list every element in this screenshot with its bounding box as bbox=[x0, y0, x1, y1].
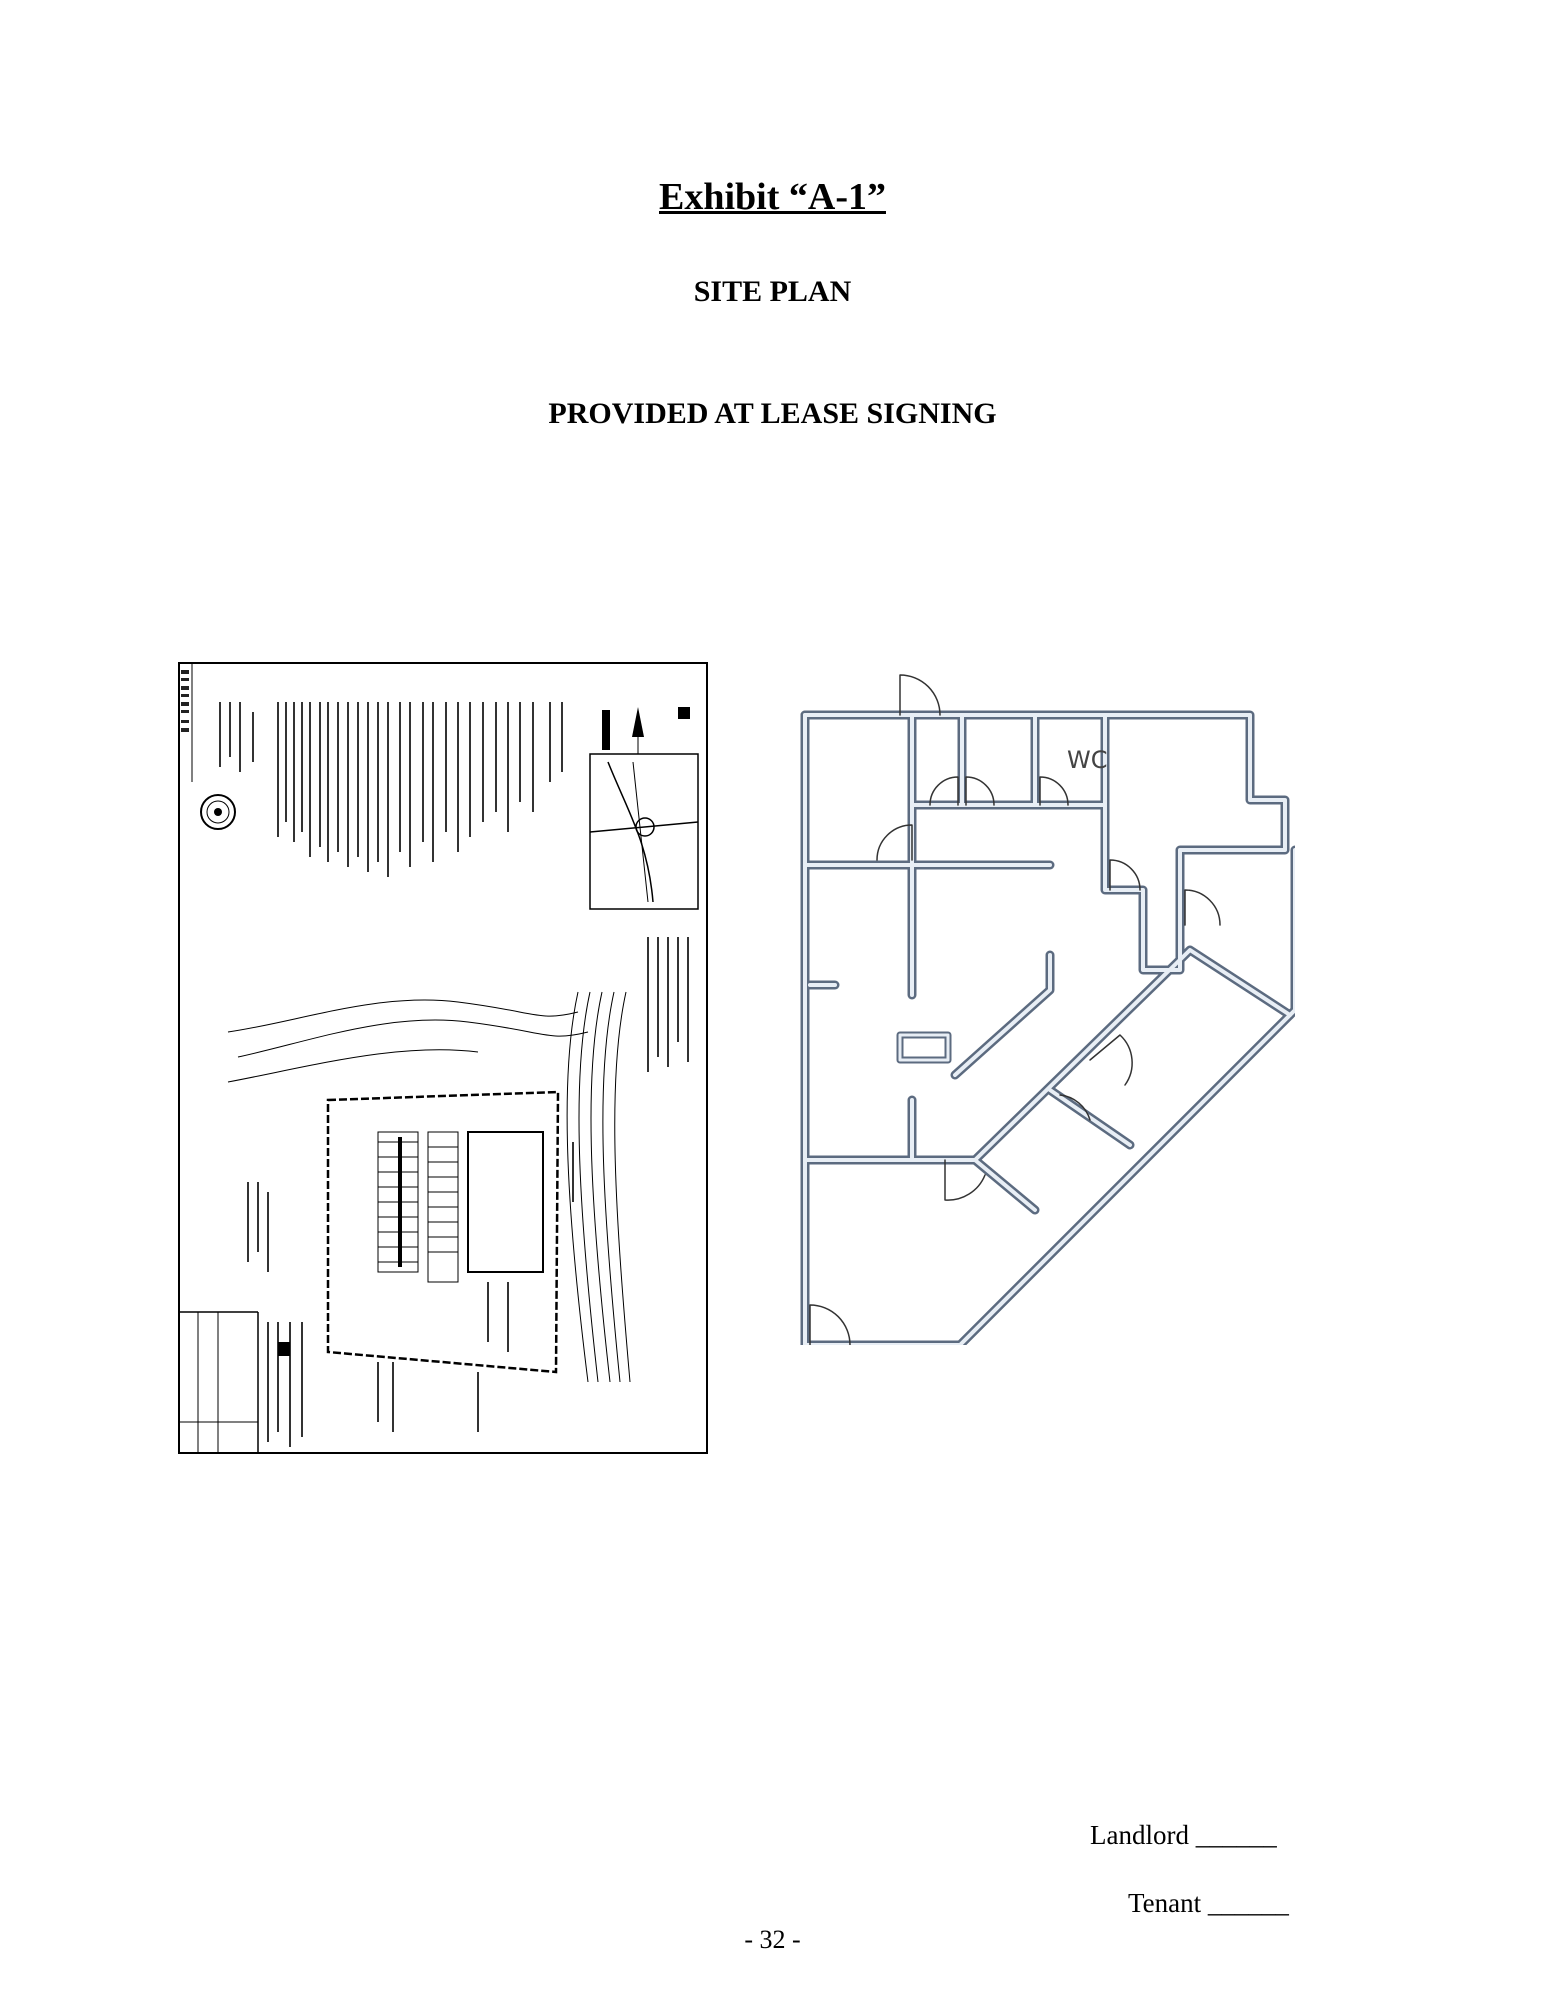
wc-room-label: WC bbox=[1067, 746, 1108, 774]
exhibit-title: Exhibit “A-1” bbox=[659, 176, 886, 218]
exhibit-subtitle: SITE PLAN bbox=[693, 275, 852, 308]
landlord-signature-line: Landlord ______ bbox=[1090, 1820, 1277, 1850]
site-plan-drawing bbox=[178, 662, 708, 1454]
floor-plan-drawing: WC bbox=[800, 674, 1295, 1345]
lease-signing-note: PROVIDED AT LEASE SIGNING bbox=[548, 397, 997, 430]
tenant-signature-line: Tenant ______ bbox=[1128, 1888, 1289, 1918]
page-number: - 32 - bbox=[744, 1925, 801, 1954]
